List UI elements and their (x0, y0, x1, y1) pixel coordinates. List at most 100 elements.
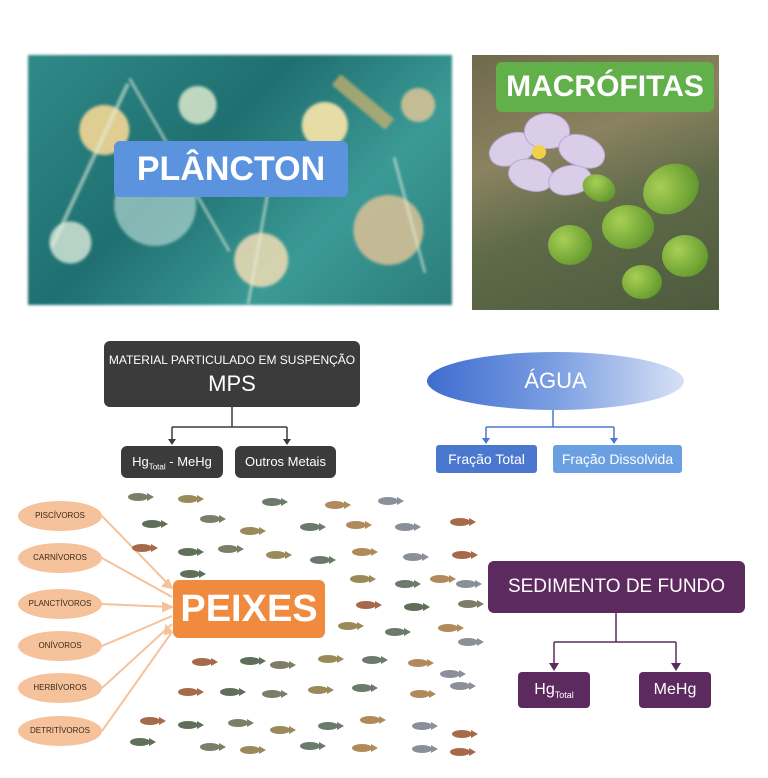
fish-body (395, 580, 415, 588)
fish-body (350, 575, 370, 583)
hg-total-mehg-box: HgTotal - MeHg (121, 446, 223, 478)
fish-icon (452, 551, 478, 559)
fish-icon (262, 498, 288, 506)
flower-center (532, 145, 546, 159)
fish-body (450, 518, 470, 526)
fish-body (403, 553, 423, 561)
fish-tail (371, 744, 378, 752)
fish-tail (219, 515, 226, 523)
fish-tail (449, 575, 456, 583)
fish-tail (414, 580, 421, 588)
fish-body (200, 515, 220, 523)
fish-icon (456, 580, 482, 588)
fish-tail (469, 682, 476, 690)
fish-tail (475, 580, 482, 588)
fish-icon (140, 717, 166, 725)
fish-body (142, 520, 162, 528)
fish-icon (178, 688, 204, 696)
fish-body (410, 690, 430, 698)
fish-icon (458, 638, 484, 646)
fish-tail (431, 722, 438, 730)
fish-tail (237, 545, 244, 553)
fish-icon (356, 601, 382, 609)
fish-icon (266, 551, 292, 559)
fish-body (180, 570, 200, 578)
leaf (662, 235, 708, 277)
fish-icon (132, 544, 158, 552)
trophic-planctivoros: PLANCTÍVOROS (18, 589, 102, 619)
fish-icon (178, 495, 204, 503)
fish-icon (228, 719, 254, 727)
fish-body (395, 523, 415, 531)
fish-icon (270, 661, 296, 669)
arrow-head (162, 601, 175, 613)
fish-body (318, 655, 338, 663)
hg-subscript: Total (148, 462, 166, 472)
trophic-onivoros: ONÍVOROS (18, 631, 102, 661)
fish-body (356, 601, 376, 609)
fish-body (352, 744, 372, 752)
fish-tail (281, 498, 288, 506)
fish-icon (318, 722, 344, 730)
fish-tail (397, 497, 404, 505)
fish-icon (128, 493, 154, 501)
fish-tail (469, 748, 476, 756)
fish-body (452, 730, 472, 738)
fish-icon (430, 575, 456, 583)
fish-body (338, 622, 358, 630)
fish-body (450, 748, 470, 756)
fish-body (458, 638, 478, 646)
fish-body (408, 659, 428, 667)
fish-icon (262, 690, 288, 698)
fish-icon (325, 501, 351, 509)
fish-body (178, 721, 198, 729)
fish-icon (385, 628, 411, 636)
fish-icon (452, 730, 478, 738)
hg-symbol: Hg (132, 454, 149, 469)
fish-tail (427, 659, 434, 667)
fish-tail (151, 544, 158, 552)
fish-tail (247, 719, 254, 727)
fish-body (240, 746, 260, 754)
fish-body (360, 716, 380, 724)
fish-body (300, 742, 320, 750)
fish-body (178, 548, 198, 556)
fish-icon (450, 748, 476, 756)
fish-tail (329, 556, 336, 564)
fish-body (385, 628, 405, 636)
fish-icon (362, 656, 388, 664)
fish-tail (459, 670, 466, 678)
fish-icon (404, 603, 430, 611)
trophic-carnivoros: CARNÍVOROS (18, 543, 102, 573)
fish-icon (338, 622, 364, 630)
fish-tail (199, 570, 206, 578)
fish-icon (300, 523, 326, 531)
fish-tail (457, 624, 464, 632)
fish-icon (395, 523, 421, 531)
arrow-head (163, 623, 174, 636)
fish-icon (142, 520, 168, 528)
outros-metais-box: Outros Metais (235, 446, 336, 478)
trophic-detritivoros: DETRITÍVOROS (18, 716, 102, 746)
trophic-arrow (101, 603, 173, 608)
fish-body (452, 551, 472, 559)
arrow-head (610, 438, 618, 444)
fish-tail (147, 493, 154, 501)
fish-body (132, 544, 152, 552)
fish-icon (450, 518, 476, 526)
fish-icon (360, 716, 386, 724)
fish-icon (412, 722, 438, 730)
fish-tail (259, 657, 266, 665)
mps-acronym: MPS (208, 371, 256, 396)
fish-body (412, 722, 432, 730)
fish-body (362, 656, 382, 664)
fish-icon (200, 743, 226, 751)
mps-box: MATERIAL PARTICULADO EM SUSPENÇÃO MPS (104, 341, 360, 407)
fish-icon (352, 548, 378, 556)
fish-icon (410, 690, 436, 698)
fish-tail (477, 638, 484, 646)
fish-icon (300, 742, 326, 750)
trophic-arrow (101, 615, 173, 647)
fish-icon (352, 744, 378, 752)
fish-tail (422, 553, 429, 561)
